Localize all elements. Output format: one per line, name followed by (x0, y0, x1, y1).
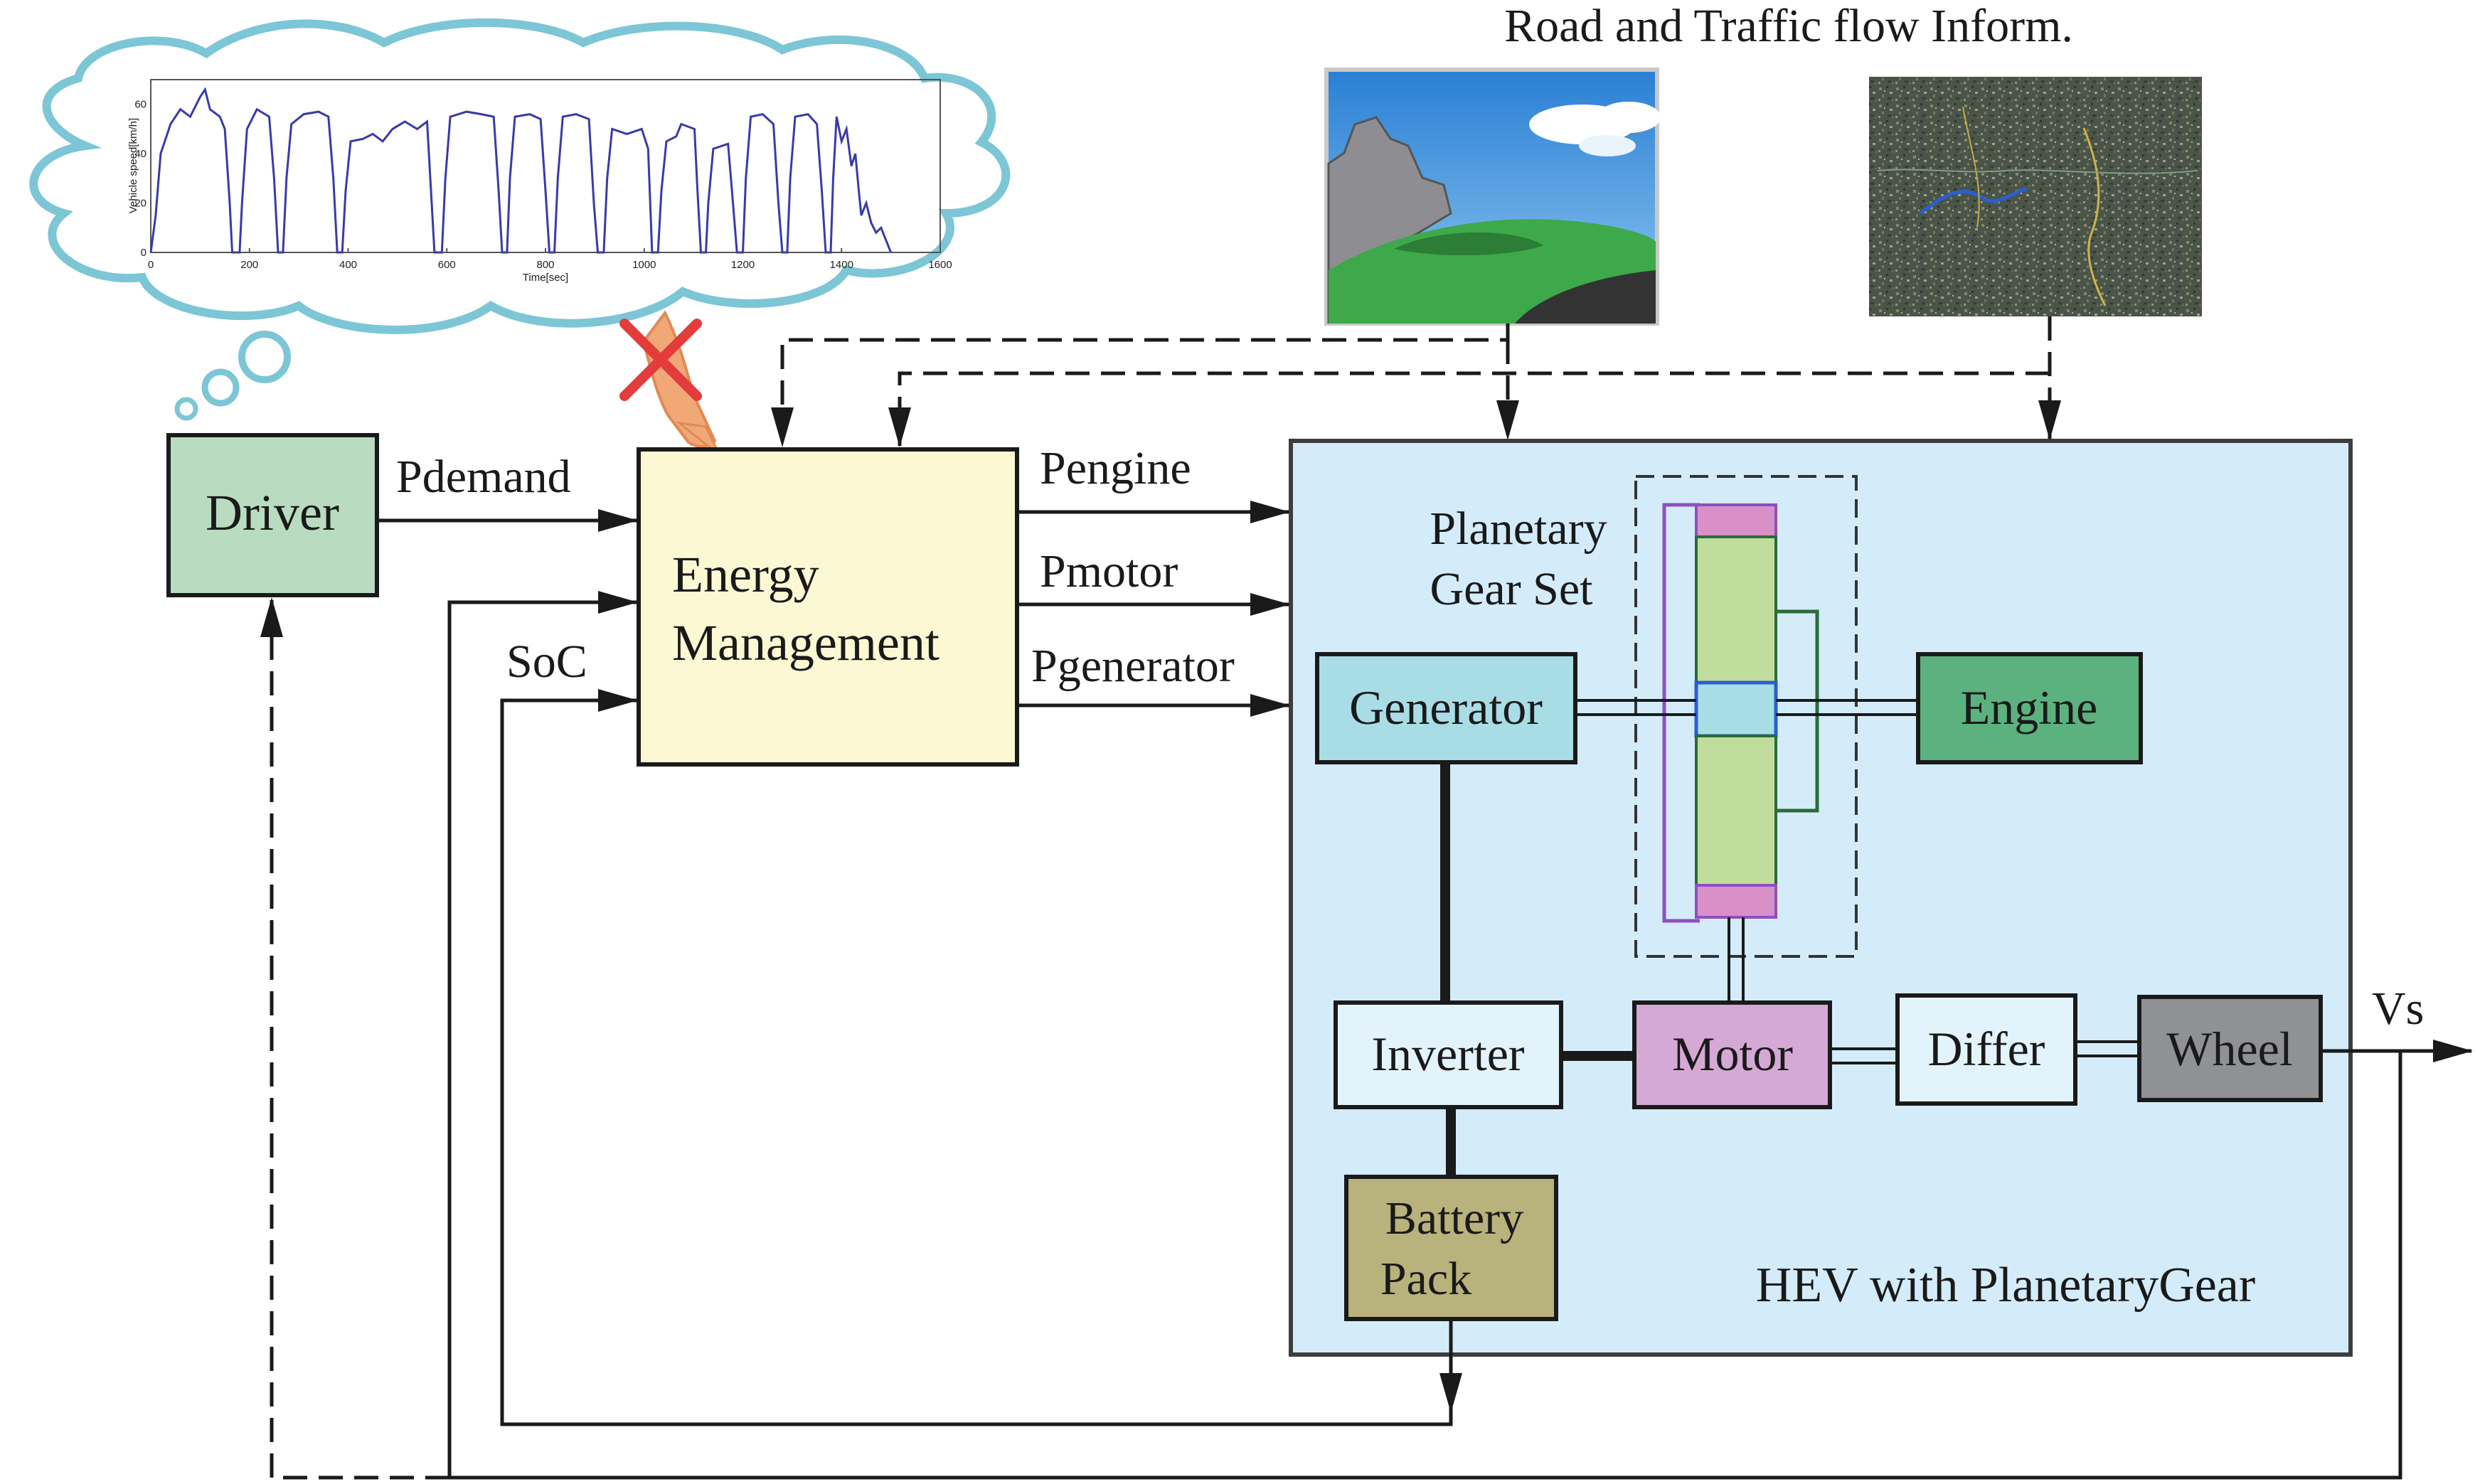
differ-label: Differ (1928, 1022, 2045, 1076)
motor-block: Motor (1632, 1000, 1832, 1109)
speed-chart-series-line (149, 87, 892, 254)
generator-block: Generator (1315, 652, 1577, 764)
speed-chart-xtick: 800 (536, 259, 554, 271)
energy-management-label-1: Energy (672, 546, 819, 603)
speed-chart-xtick: 1000 (632, 259, 656, 271)
motor-label: Motor (1672, 1027, 1793, 1081)
speed-chart-ytick: 20 (134, 198, 147, 210)
vs-label: Vs (2372, 983, 2424, 1035)
planetary-gear-box (1634, 475, 1858, 958)
pgenerator-label: Pgenerator (1031, 640, 1235, 692)
cloud-bubble-medium (201, 368, 240, 407)
pdemand-label: Pdemand (396, 451, 571, 503)
dashed-info-arrows (260, 316, 2061, 1480)
speed-chart-ytick: 40 (134, 148, 147, 160)
satellite-map-image (1869, 77, 2202, 316)
inverter-label: Inverter (1371, 1027, 1525, 1081)
speed-chart-xtick: 1400 (830, 259, 853, 271)
hev-panel (1289, 439, 2353, 1357)
speed-chart-ytick: 0 (141, 247, 147, 259)
battery-label-1: Battery (1385, 1192, 1523, 1244)
speed-chart-xlabel: Time[sec] (523, 272, 568, 284)
driver-label: Driver (206, 484, 339, 541)
cloud-shape (29, 18, 1011, 334)
energy-management-label-2: Management (672, 614, 940, 671)
speed-chart-xtick: 1600 (928, 259, 952, 271)
speed-chart-ylabel: Vehicle speed[km/h] (127, 118, 139, 213)
speed-chart-ticks: 0 200 400 600 800 1000 1200 1400 1600 0 20 40 60 (134, 99, 952, 271)
speed-chart-xtick: 600 (438, 259, 456, 271)
speed-chart-xtick: 200 (240, 259, 258, 271)
electrical-links (1440, 762, 1634, 1177)
mechanical-shafts (1575, 699, 2139, 1064)
speed-chart-xtick: 1200 (731, 259, 755, 271)
soc-label: SoC (506, 636, 587, 688)
landscape-image (1324, 68, 1661, 326)
energy-management-block: Energy Management (637, 447, 1019, 767)
differ-block: Differ (1895, 993, 2077, 1106)
hev-label: HEV with PlanetaryGear (1756, 1258, 2255, 1313)
wheel-block: Wheel (2137, 995, 2323, 1102)
battery-pack-block: Battery Pack (1344, 1175, 1558, 1321)
inverter-block: Inverter (1334, 1000, 1563, 1109)
driver-block: Driver (166, 433, 379, 597)
thought-cloud: 0 200 400 600 800 1000 1200 1400 1600 0 20 40 60 Tim… (29, 18, 1011, 421)
wheel-label: Wheel (2166, 1022, 2292, 1076)
crossed-hand-icon (619, 310, 721, 457)
speed-chart-ytick: 60 (134, 99, 147, 111)
generator-label: Generator (1349, 680, 1543, 735)
pmotor-label: Pmotor (1040, 545, 1178, 597)
cloud-bubble-small (174, 397, 198, 421)
planetary-label-1: Planetary (1430, 503, 1607, 555)
battery-label-2: Pack (1380, 1253, 1471, 1305)
engine-block: Engine (1916, 652, 2143, 764)
engine-label: Engine (1961, 680, 2098, 735)
speed-chart: 0 200 400 600 800 1000 1200 1400 1600 0 20 40 60 Tim… (127, 79, 952, 284)
speed-chart-xtick: 0 (148, 259, 154, 271)
cloud-bubble-large (238, 331, 291, 383)
planetary-label-2: Gear Set (1430, 563, 1592, 615)
road-traffic-title: Road and Traffic flow Inform. (1504, 0, 2073, 52)
speed-chart-xtick: 400 (339, 259, 357, 271)
planetary-gear-graphic (1662, 503, 1819, 923)
pengine-label: Pengine (1040, 442, 1191, 494)
